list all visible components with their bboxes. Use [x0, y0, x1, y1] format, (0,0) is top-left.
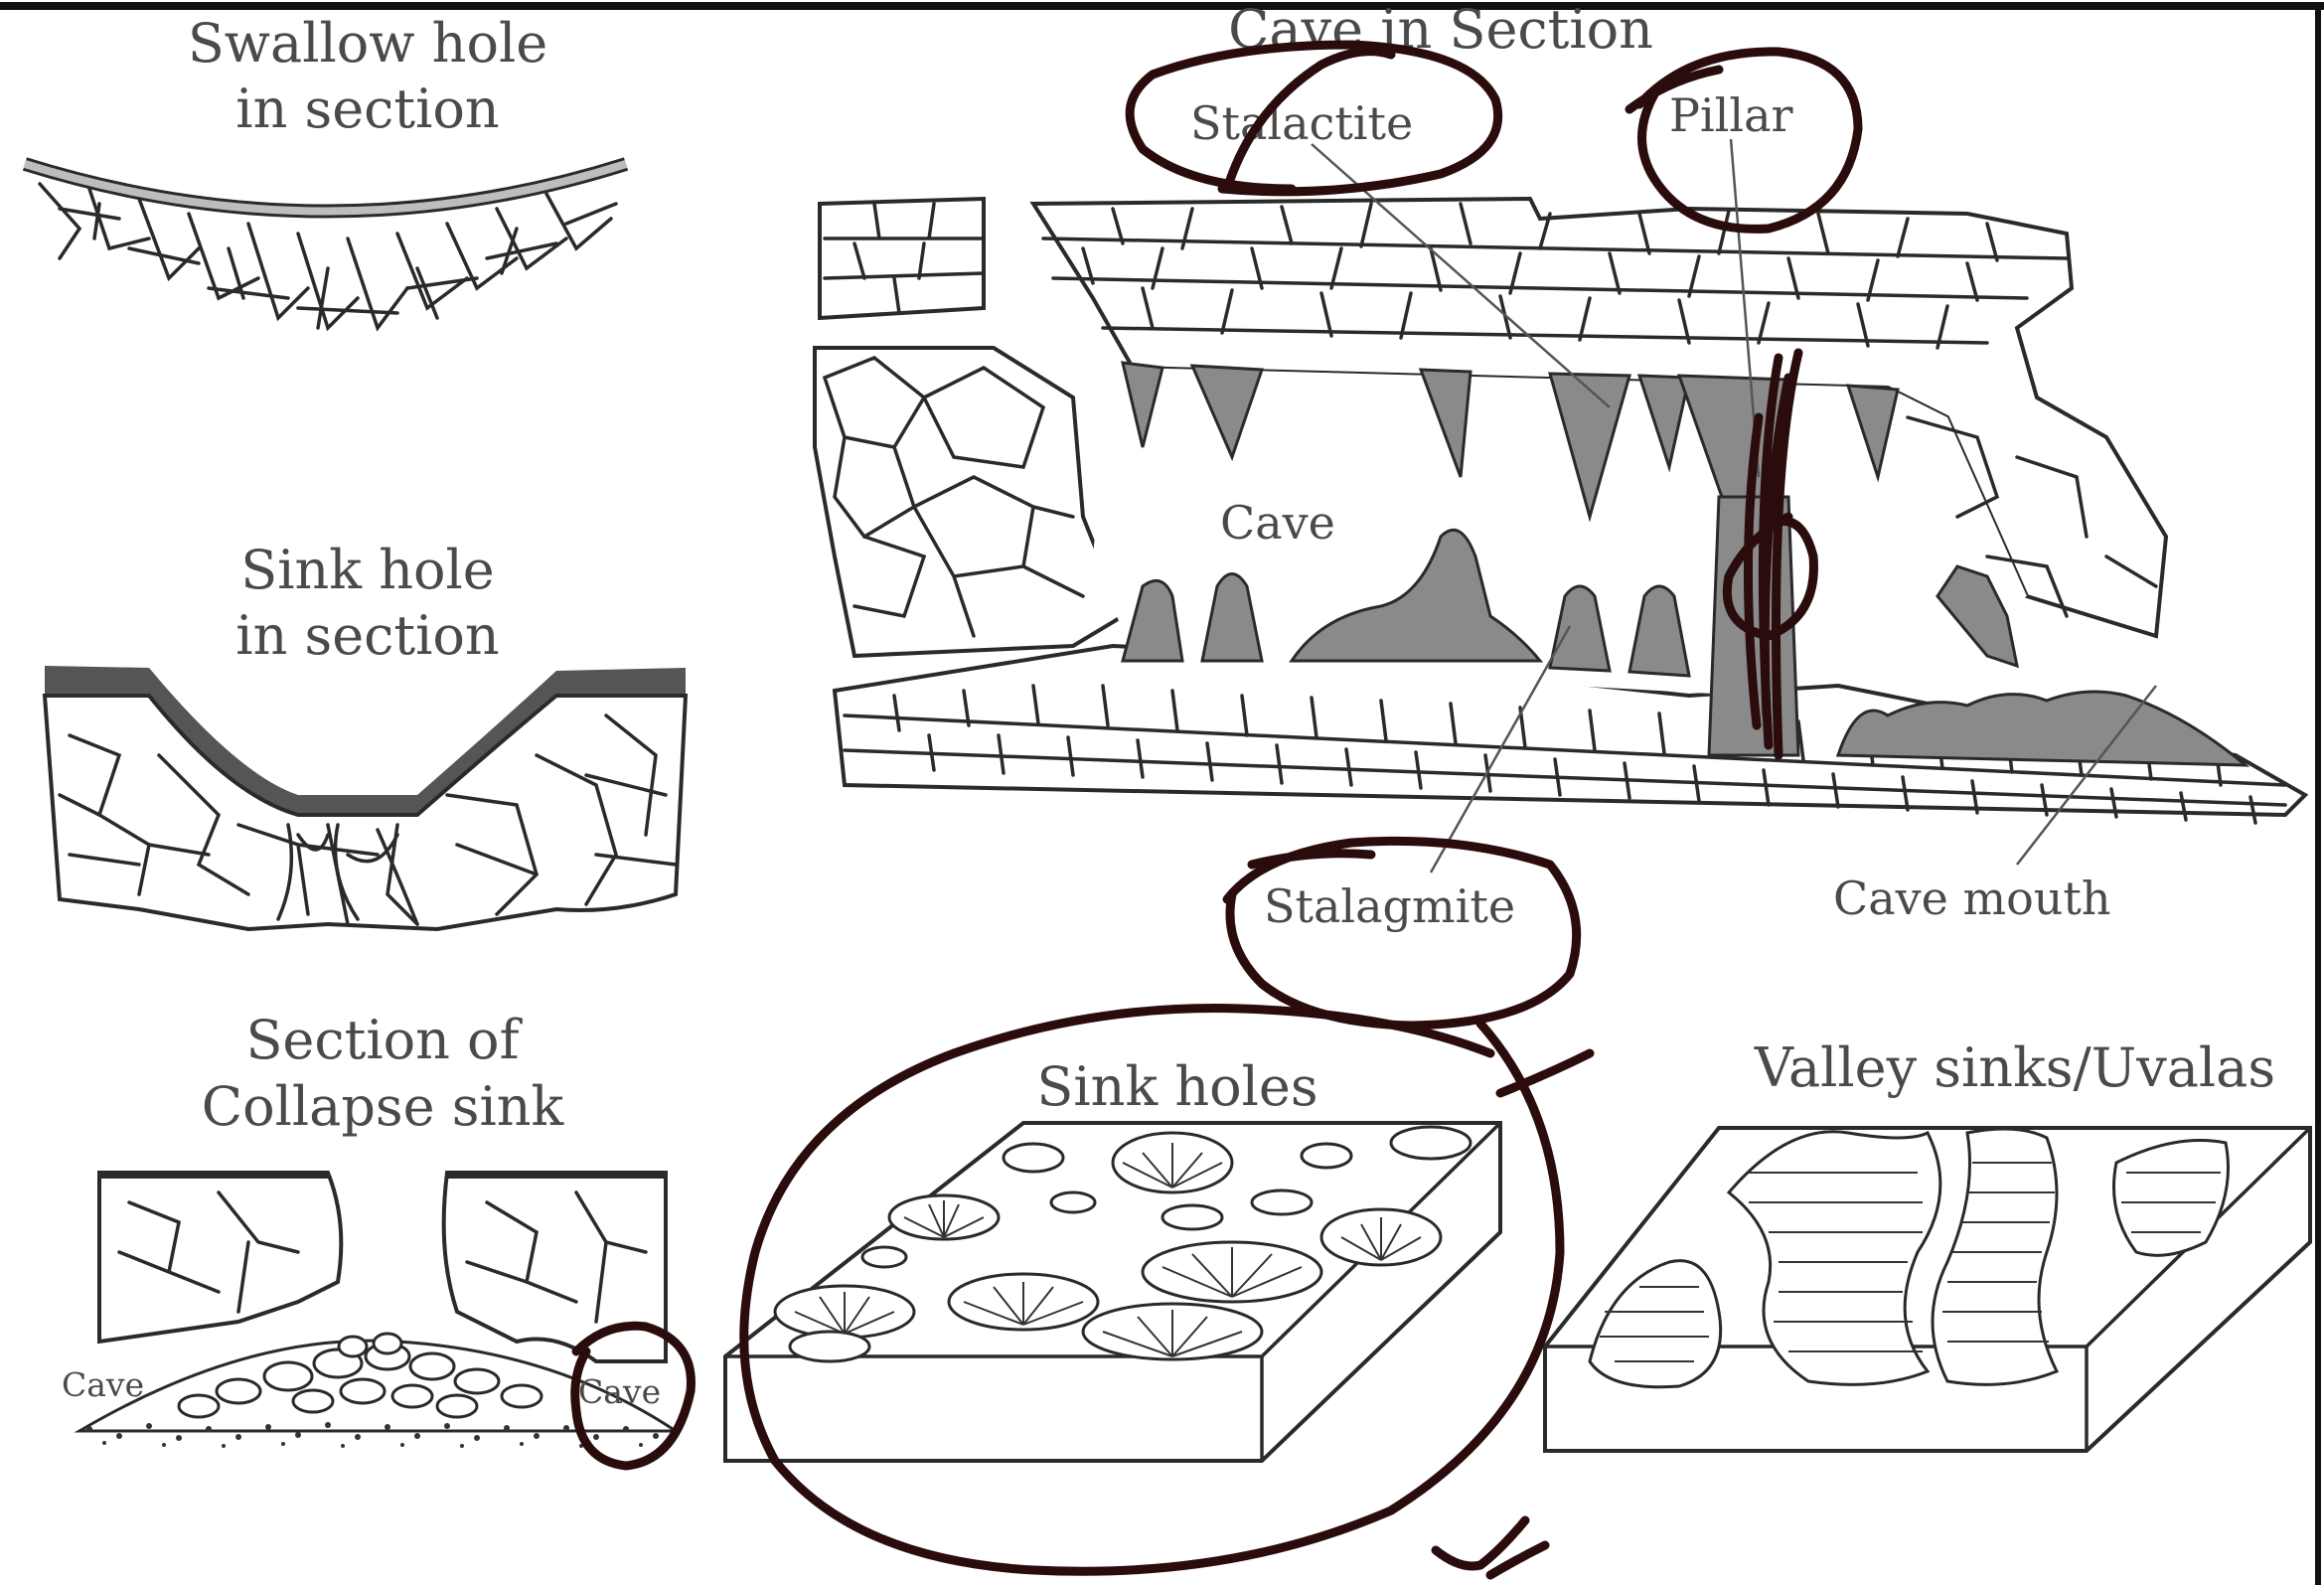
uvalas-title: Valley sinks/Uvalas — [1754, 1036, 2275, 1099]
cave-section-title: Cave in Section — [1228, 0, 1653, 61]
swallow-hole-figure: Swallow hole in section — [25, 12, 626, 328]
collapse-cave-right-label: Cave — [578, 1372, 661, 1411]
tick-mark-annotation — [1436, 1520, 1545, 1575]
collapse-sink-figure: Section of Collapse sink — [62, 1009, 676, 1448]
sink-holes-title: Sink holes — [1036, 1055, 1317, 1118]
sink-hole-figure: Sink hole in section — [45, 539, 686, 929]
collapse-cave-left-label: Cave — [62, 1365, 144, 1404]
swallow-hole-title-2: in section — [235, 78, 499, 140]
swallow-hole-title-1: Swallow hole — [188, 12, 547, 75]
cave-mouth-label: Cave mouth — [1833, 872, 2111, 925]
sink-hole-title-1: Sink hole — [240, 539, 494, 601]
stalactite-label: Stalactite — [1190, 96, 1413, 150]
collapse-sink-title-1: Section of — [245, 1009, 523, 1071]
uvalas-figure: Valley sinks/Uvalas — [1545, 1036, 2310, 1451]
collapse-sink-title-2: Collapse sink — [202, 1075, 565, 1138]
cave-label: Cave — [1220, 496, 1335, 550]
cave-section-figure: Cave in Section — [815, 0, 2305, 933]
stalagmite-circle-annotation — [1227, 841, 1577, 1026]
stalagmite-label: Stalagmite — [1264, 879, 1515, 933]
pillar-label: Pillar — [1669, 88, 1793, 142]
sink-hole-title-2: in section — [235, 604, 499, 667]
